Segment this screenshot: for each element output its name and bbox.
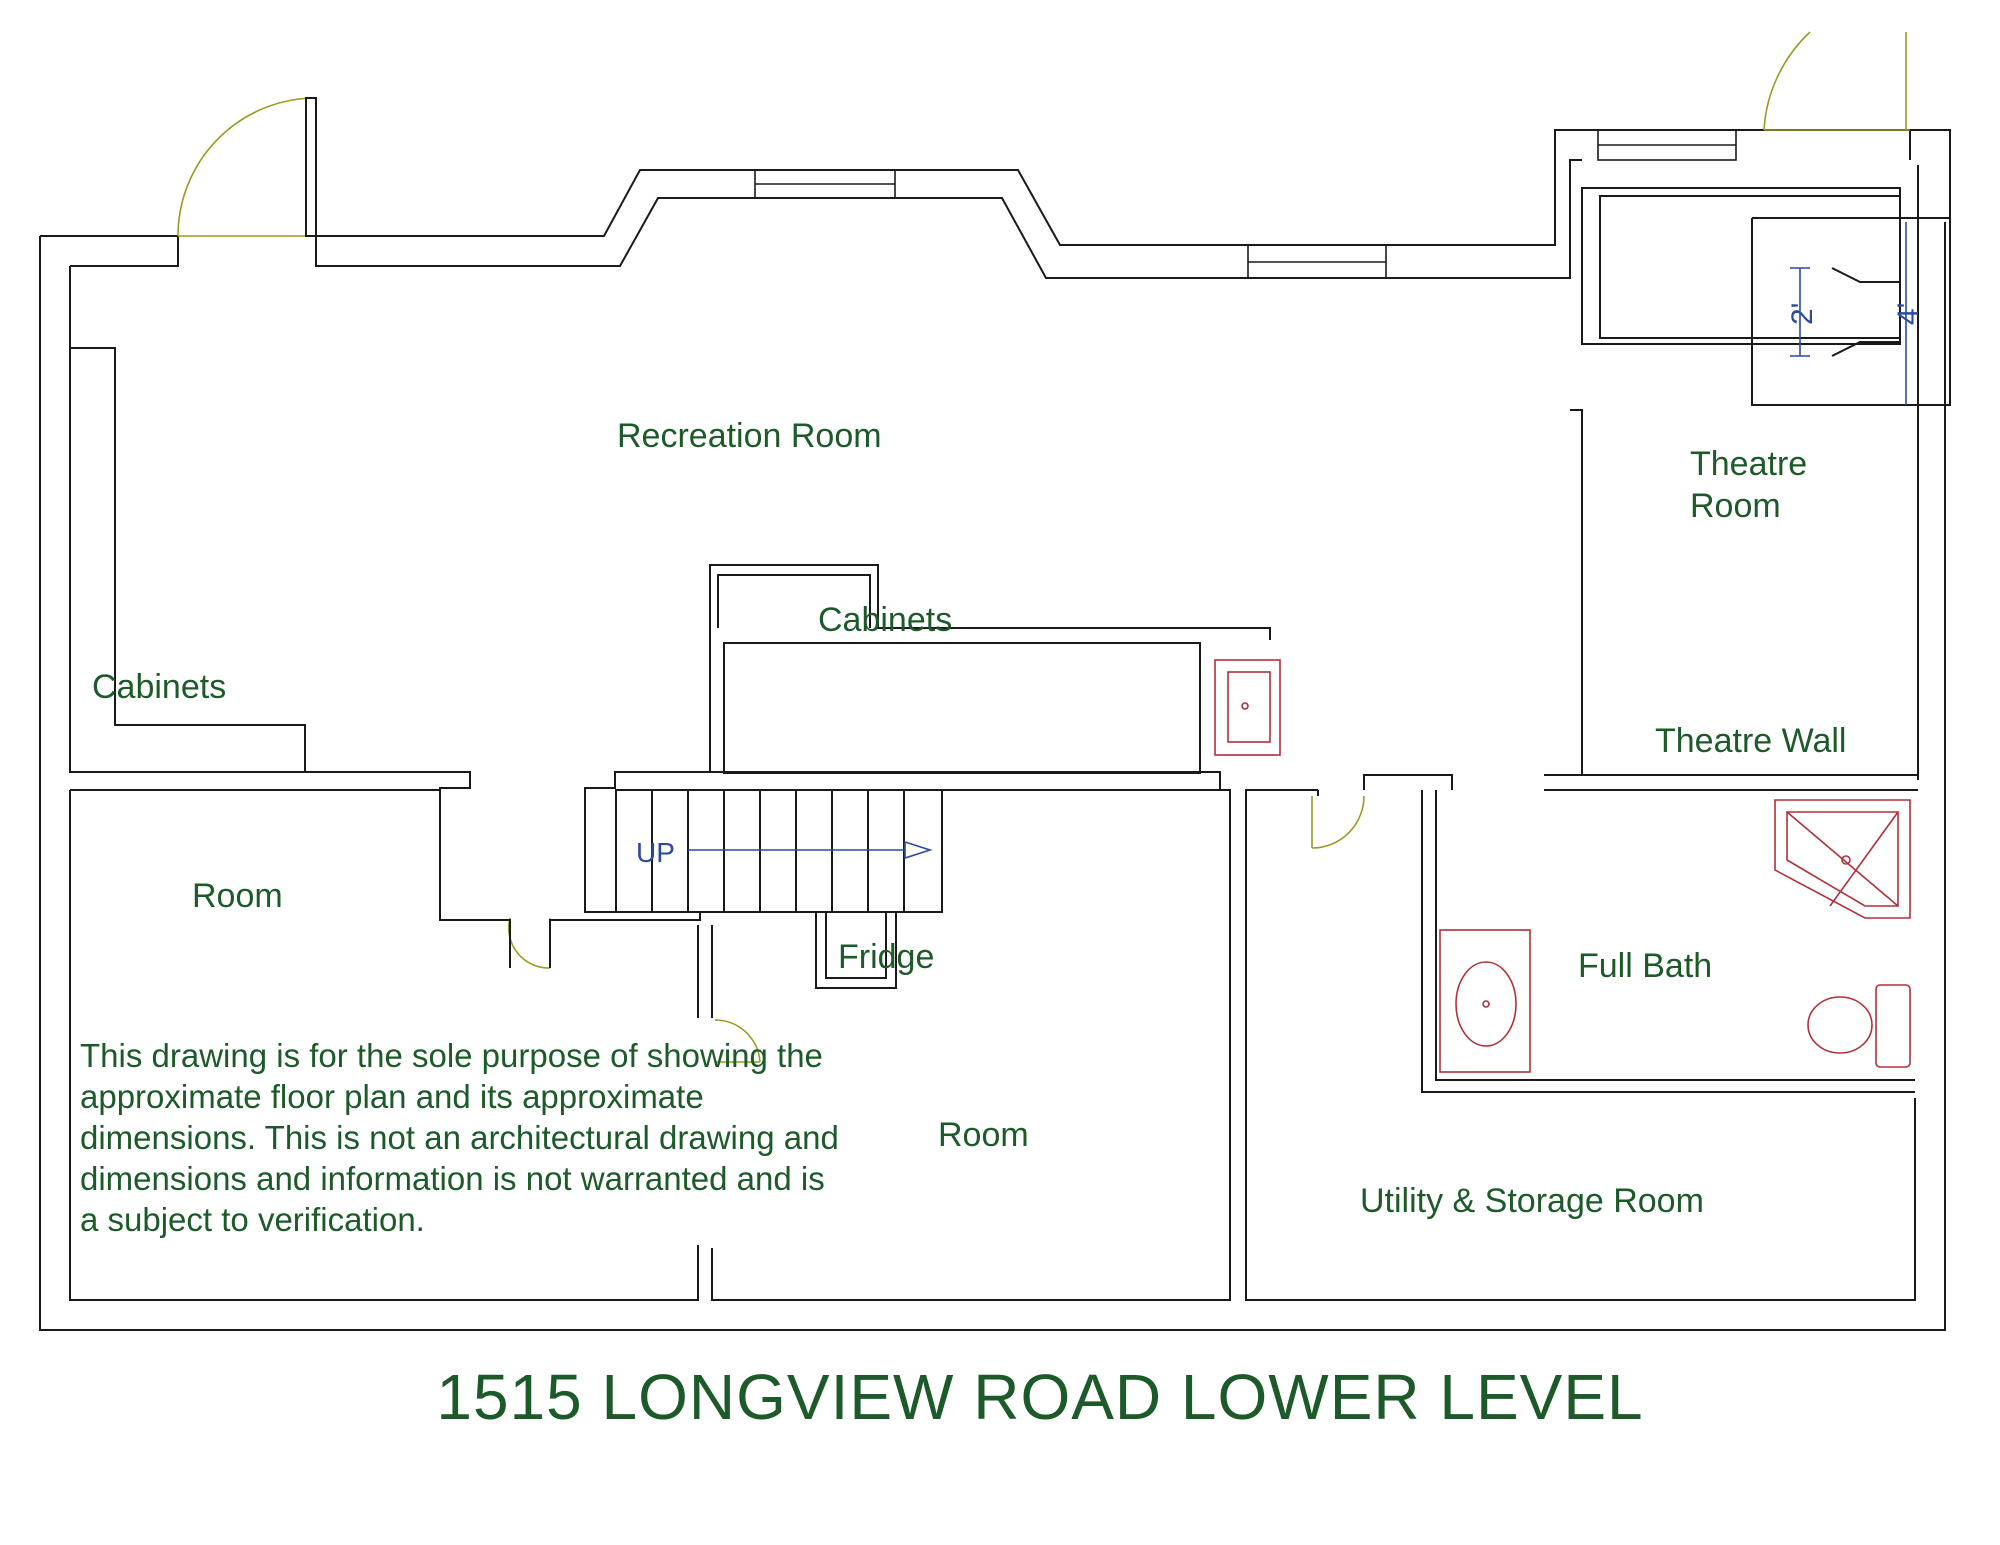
recreation-room-label: Recreation Room	[617, 417, 882, 455]
theatre-room-label: Theatre	[1690, 445, 1807, 483]
theatre-room-label-line2: Room	[1690, 487, 1781, 525]
fridge-label: Fridge	[838, 938, 934, 976]
interior-walls	[70, 187, 1951, 1301]
windows	[754, 129, 1737, 279]
exterior-wall	[39, 129, 1951, 1331]
utility-storage-room-label: Utility & Storage Room	[1360, 1182, 1704, 1220]
theatre-wall-label: Theatre Wall	[1655, 722, 1846, 760]
dimension-markers	[1790, 222, 1907, 405]
plan-title: 1515 LONGVIEW ROAD LOWER LEVEL	[436, 1361, 1644, 1433]
dimension-2ft-label: 2'	[1786, 303, 1819, 325]
disclaimer-note: This drawing is for the sole purpose of …	[80, 1037, 839, 1238]
center-room-label: Room	[938, 1116, 1029, 1154]
cabinets-left-label: Cabinets	[92, 668, 226, 706]
left-room-label: Room	[192, 877, 283, 915]
bath-fixtures	[1214, 659, 1911, 1073]
dimension-4ft-label: 4'	[1892, 303, 1925, 325]
doors	[177, 31, 1910, 1063]
cabinets-center-label: Cabinets	[818, 601, 952, 639]
stair-direction-arrow	[688, 840, 933, 860]
stairs-up-label: UP	[636, 837, 675, 868]
full-bath-label: Full Bath	[1578, 947, 1712, 985]
